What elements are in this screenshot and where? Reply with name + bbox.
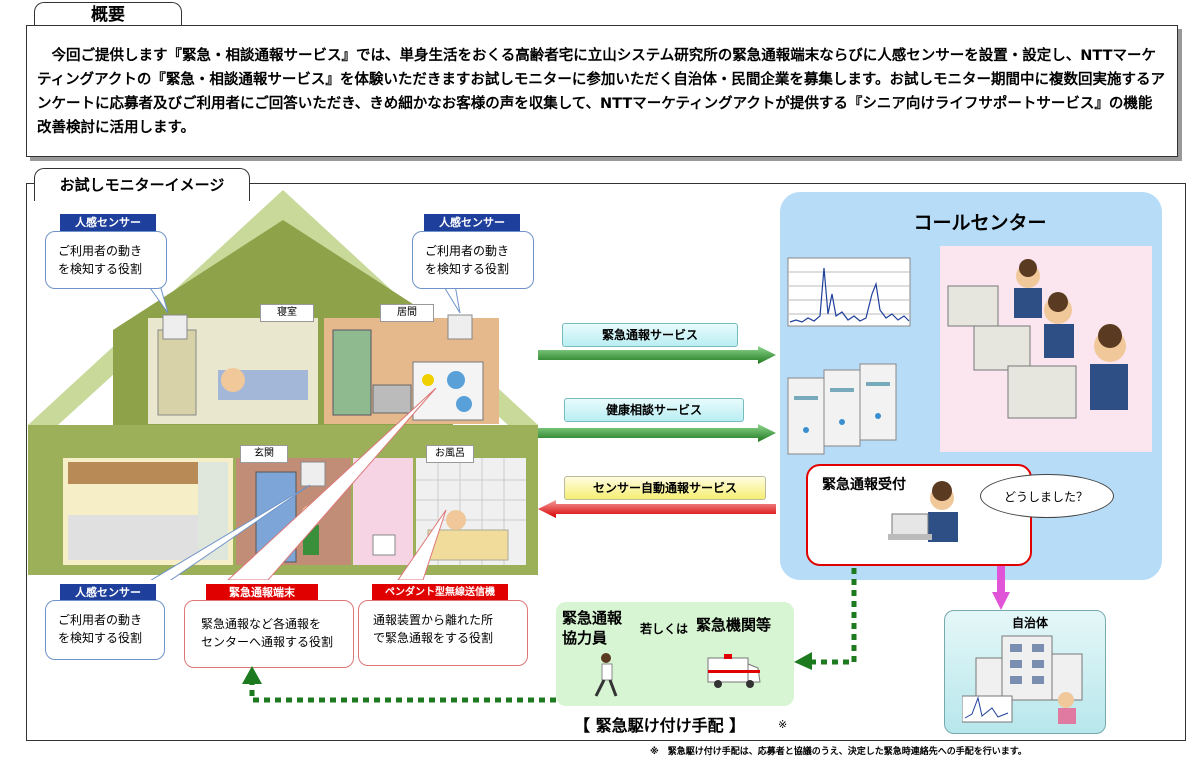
sensor-label-bottom: 人感センサー — [60, 584, 156, 602]
room-label-bath: お風呂 — [426, 445, 474, 463]
dispatch-cooperator: 緊急通報 協力員 — [562, 609, 623, 647]
sensor-callout-bottom-text: ご利用者の動き を検知する役割 — [58, 613, 143, 645]
call-center-title: コールセンター — [913, 212, 1047, 234]
call-volume-graph — [787, 257, 911, 327]
arrow-to-municipality — [992, 566, 1010, 610]
dispatch-box — [556, 602, 794, 706]
sensor-entrance — [300, 461, 326, 487]
footnote: ※ 緊急駆け付け手配は、応募者と協議のうえ、決定した緊急時連絡先への手配を行いま… — [650, 747, 1027, 757]
operators-illustration — [940, 246, 1152, 452]
pendant-callout: 通報装置から離れた所 で緊急通報をする役割 — [358, 600, 528, 666]
service-sensor-label: センサー自動通報サービス — [564, 476, 766, 500]
arrow-emergency — [538, 346, 776, 364]
speech-bubble — [980, 474, 1114, 518]
pendant-callout-text: 通報装置から離れた所 で緊急通報をする役割 — [373, 613, 494, 645]
arrow-sensor — [538, 500, 776, 518]
sensor-bedroom — [162, 314, 188, 340]
terminal-callout-text: 緊急通報など各通報を センターへ通報する役割 — [201, 617, 334, 649]
speech-text: どうしました？ — [1003, 490, 1088, 504]
service-health-label: 健康相談サービス — [564, 398, 744, 422]
pendant-label: ペンダント型無線送信機 — [372, 584, 508, 602]
sensor-callout-top-right: ご利用者の動き を検知する役割 — [412, 231, 534, 289]
dispatch-note-mark: ※ — [778, 718, 788, 731]
reception-operator — [888, 481, 958, 542]
municipality-building — [962, 635, 1083, 724]
dispatch-title: 【 緊急駆け付け手配 】 — [574, 716, 746, 735]
service-emergency-label: 緊急通報サービス — [562, 323, 738, 347]
dispatch-agency: 緊急機関等 — [696, 616, 772, 634]
server-icon — [787, 363, 897, 455]
room-label-entrance: 玄関 — [240, 445, 288, 463]
sensor-callout-top-left-text: ご利用者の動き を検知する役割 — [58, 244, 143, 276]
reception-title: 緊急通報受付 — [822, 477, 906, 493]
room-label-bedroom: 寝室 — [260, 304, 314, 322]
dashed-arrow-dispatch-to-home — [242, 666, 556, 703]
image-section-tab: お試しモニターイメージ — [34, 168, 250, 201]
sensor-callout-top-left: ご利用者の動き を検知する役割 — [45, 231, 167, 289]
arrow-health — [538, 424, 776, 442]
sensor-label-top-left: 人感センサー — [60, 214, 156, 232]
summary-text: 今回ご提供します『緊急・相談通報サービス』では、単身生活をおくる高齢者宅に立山シ… — [37, 48, 1165, 136]
room-label-living: 居間 — [380, 304, 434, 322]
sensor-label-top-right: 人感センサー — [424, 214, 520, 232]
dispatch-or: 若しくは — [640, 622, 689, 636]
municipality-label: 自治体 — [1012, 616, 1049, 630]
sensor-callout-top-right-text: ご利用者の動き を検知する役割 — [425, 244, 510, 276]
sensor-living — [447, 314, 473, 340]
summary-tab: 概要 — [34, 2, 182, 27]
dashed-arrow-center-to-dispatch — [794, 568, 857, 670]
image-section-title: お試しモニターイメージ — [59, 176, 225, 194]
sensor-callout-bottom: ご利用者の動き を検知する役割 — [45, 600, 165, 660]
terminal-callout: 緊急通報など各通報を センターへ通報する役割 — [184, 600, 354, 668]
summary-box: 今回ご提供します『緊急・相談通報サービス』では、単身生活をおくる高齢者宅に立山シ… — [26, 25, 1178, 157]
summary-title: 概要 — [91, 5, 125, 25]
terminal-label: 緊急通報端末 — [206, 584, 318, 602]
ambulance-icon — [707, 654, 761, 688]
runner-icon — [594, 653, 618, 697]
